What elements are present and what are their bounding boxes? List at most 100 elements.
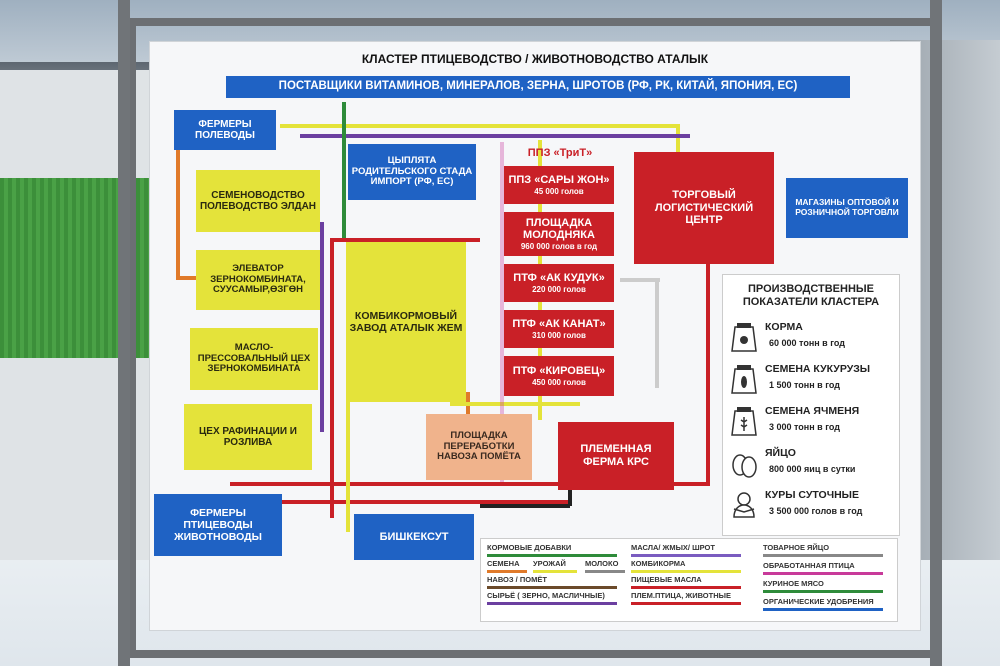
farm-count: 310 000 голов bbox=[532, 330, 586, 340]
frame-post-left bbox=[118, 0, 130, 666]
legend-label: УРОЖАЙ bbox=[533, 559, 566, 568]
farm-name: ППЗ «САРЫ ЖОН» bbox=[508, 174, 610, 187]
legend-label: ТОВАРНОЕ ЯЙЦО bbox=[763, 543, 830, 552]
farm-count: 450 000 голов bbox=[532, 377, 586, 387]
stat-row: СЕМЕНА КУКУРУЗЫ 1 500 тонн в год bbox=[729, 359, 897, 403]
flow-line bbox=[676, 124, 680, 164]
flow-line bbox=[346, 402, 350, 532]
bishkeksut-box: БИШКЕКСУТ bbox=[354, 514, 474, 560]
legend-label: КОРМОВЫЕ ДОБАВКИ bbox=[487, 543, 572, 552]
farm-ak-kuduk: ПТФ «АК КУДУК» 220 000 голов bbox=[504, 264, 614, 302]
chick-icon bbox=[733, 492, 755, 518]
legend-label: СЫРЬЁ ( ЗЕРНО, МАСЛИЧНЫЕ) bbox=[487, 591, 605, 600]
legend-label: ОРГАНИЧЕСКИЕ УДОБРЕНИЯ bbox=[763, 597, 874, 606]
legend-label: МОЛОКО bbox=[585, 559, 619, 568]
frame-post-right bbox=[930, 0, 942, 666]
stat-name: СЕМЕНА КУКУРУЗЫ bbox=[765, 363, 871, 375]
legend-label: ОБРАБОТАННАЯ ПТИЦА bbox=[763, 561, 855, 570]
legend-swatch bbox=[487, 554, 617, 557]
flow-line bbox=[620, 278, 660, 282]
stats-title: ПРОИЗВОДСТВЕННЫЕ ПОКАЗАТЕЛИ КЛАСТЕРА bbox=[742, 283, 880, 309]
flow-line bbox=[300, 134, 690, 138]
legend-label: КУРИНОЕ МЯСО bbox=[763, 579, 824, 588]
stat-row: КОРМА 60 000 тонн в год bbox=[729, 317, 897, 361]
farm-young-stock: ПЛОЩАДКА МОЛОДНЯКА 960 000 голов в год bbox=[504, 212, 614, 256]
logistics-center-box: ТОРГОВЫЙ ЛОГИСТИЧЕСКИЙ ЦЕНТР bbox=[634, 152, 774, 264]
refinery-box: ЦЕХ РАФИНАЦИИ И РОЗЛИВА bbox=[184, 404, 312, 470]
suppliers-box: ПОСТАВЩИКИ ВИТАМИНОВ, МИНЕРАЛОВ, ЗЕРНА, … bbox=[226, 76, 850, 98]
barley-seed-bag-icon bbox=[731, 407, 757, 436]
flow-line bbox=[466, 392, 470, 422]
flow-line bbox=[480, 504, 570, 508]
stats-panel: ПРОИЗВОДСТВЕННЫЕ ПОКАЗАТЕЛИ КЛАСТЕРА КОР… bbox=[722, 274, 900, 536]
legend-swatch bbox=[533, 570, 577, 573]
stat-value: 800 000 яиц в сутки bbox=[769, 464, 856, 474]
farmers-field-box: ФЕРМЕРЫ ПОЛЕВОДЫ bbox=[174, 110, 276, 150]
legend-swatch bbox=[487, 602, 617, 605]
legend-swatch bbox=[585, 570, 625, 573]
stat-value: 1 500 тонн в год bbox=[769, 380, 840, 390]
farm-sary-zhon: ППЗ «САРЫ ЖОН» 45 000 голов bbox=[504, 166, 614, 204]
eggs-icon bbox=[732, 454, 757, 478]
legend-swatch bbox=[631, 554, 741, 557]
legend-label: ПЛЕМ.ПТИЦА, ЖИВОТНЫЕ bbox=[631, 591, 731, 600]
stat-value: 3 500 000 голов в год bbox=[769, 506, 863, 516]
legend: КОРМОВЫЕ ДОБАВКИ СЕМЕНА УРОЖАЙ МОЛОКО НА… bbox=[480, 538, 898, 622]
stat-row: КУРЫ СУТОЧНЫЕ 3 500 000 голов в год bbox=[729, 485, 897, 529]
legend-swatch bbox=[631, 586, 741, 589]
farm-ak-kanat: ПТФ «АК КАНАТ» 310 000 голов bbox=[504, 310, 614, 348]
stat-row: ЯЙЦО 800 000 яиц в сутки bbox=[729, 443, 897, 487]
stat-name: КОРМА bbox=[765, 321, 803, 333]
farm-count: 45 000 голов bbox=[534, 186, 584, 196]
legend-label: ПИЩЕВЫЕ МАСЛА bbox=[631, 575, 702, 584]
flow-line bbox=[280, 124, 680, 128]
farm-count: 960 000 голов в год bbox=[520, 242, 598, 252]
farm-kirovets: ПТФ «КИРОВЕЦ» 450 000 голов bbox=[504, 356, 614, 396]
stat-name: КУРЫ СУТОЧНЫЕ bbox=[765, 489, 859, 501]
farm-name: ПТФ «АК КАНАТ» bbox=[512, 318, 606, 331]
breeding-farm-box: ПЛЕМЕННАЯ ФЕРМА КРС bbox=[558, 422, 674, 490]
oil-press-box: МАСЛО- ПРЕССОВАЛЬНЫЙ ЦЕХ ЗЕРНОКОМБИНАТА bbox=[190, 328, 318, 390]
seed-farming-box: СЕМЕНОВОДСТВО ПОЛЕВОДСТВО ЭЛДАН bbox=[196, 170, 320, 232]
stat-row: СЕМЕНА ЯЧМЕНЯ 3 000 тонн в год bbox=[729, 401, 897, 445]
chicks-import-box: ЦЫПЛЯТА РОДИТЕЛЬСКОГО СТАДА ИМПОРТ (РФ, … bbox=[348, 144, 476, 200]
legend-label: НАВОЗ / ПОМЁТ bbox=[487, 575, 547, 584]
flow-line bbox=[330, 238, 334, 518]
manure-processing-box: ПЛОЩАДКА ПЕРЕРАБОТКИ НАВОЗА ПОМЁТА bbox=[426, 414, 532, 480]
feed-bag-icon bbox=[731, 323, 757, 352]
legend-label: СЕМЕНА bbox=[487, 559, 520, 568]
legend-swatch bbox=[763, 590, 883, 593]
flow-line bbox=[176, 276, 206, 280]
legend-swatch bbox=[763, 554, 883, 557]
legend-swatch bbox=[763, 608, 883, 611]
cluster-banner: КЛАСТЕР ПТИЦЕВОДСТВО / ЖИВОТНОВОДСТВО АТ… bbox=[150, 42, 920, 630]
flow-line bbox=[330, 238, 480, 242]
feed-plant-box: КОМБИКОРМОВЫЙ ЗАВОД АТАЛЫК ЖЕМ bbox=[346, 242, 466, 402]
legend-swatch bbox=[763, 572, 883, 575]
legend-swatch bbox=[631, 570, 741, 573]
flow-line bbox=[342, 102, 346, 242]
flow-line bbox=[655, 278, 659, 388]
farm-count: 220 000 голов bbox=[532, 284, 586, 294]
flow-line bbox=[450, 402, 580, 406]
farm-name: ПЛОЩАДКА МОЛОДНЯКА bbox=[523, 216, 595, 242]
legend-label: МАСЛА/ ЖМЫХ/ ШРОТ bbox=[631, 543, 715, 552]
farm-name: ПТФ «АК КУДУК» bbox=[513, 272, 605, 285]
flow-line bbox=[176, 150, 180, 280]
flow-line bbox=[706, 264, 710, 484]
flow-line bbox=[230, 482, 710, 486]
stat-name: ЯЙЦО bbox=[765, 447, 796, 459]
farmers-livestock-box: ФЕРМЕРЫ ПТИЦЕВОДЫ ЖИВОТНОВОДЫ bbox=[154, 494, 282, 556]
legend-swatch bbox=[631, 602, 741, 605]
stat-name: СЕМЕНА ЯЧМЕНЯ bbox=[765, 405, 860, 417]
ppz-label: ППЗ «ТриТ» bbox=[527, 146, 593, 159]
cluster-title: КЛАСТЕР ПТИЦЕВОДСТВО / ЖИВОТНОВОДСТВО АТ… bbox=[361, 52, 709, 66]
elevator-box: ЭЛЕВАТОР ЗЕРНОКОМБИНАТА, СУУСАМЫР,ӨЗГӨН bbox=[196, 250, 320, 310]
corn-seed-bag-icon bbox=[731, 365, 757, 394]
pink-band bbox=[500, 142, 504, 482]
stat-value: 3 000 тонн в год bbox=[769, 422, 840, 432]
farm-name: ПТФ «КИРОВЕЦ» bbox=[512, 365, 606, 378]
legend-swatch bbox=[487, 586, 617, 589]
legend-swatch bbox=[487, 570, 527, 573]
legend-label: КОМБИКОРМА bbox=[631, 559, 686, 568]
